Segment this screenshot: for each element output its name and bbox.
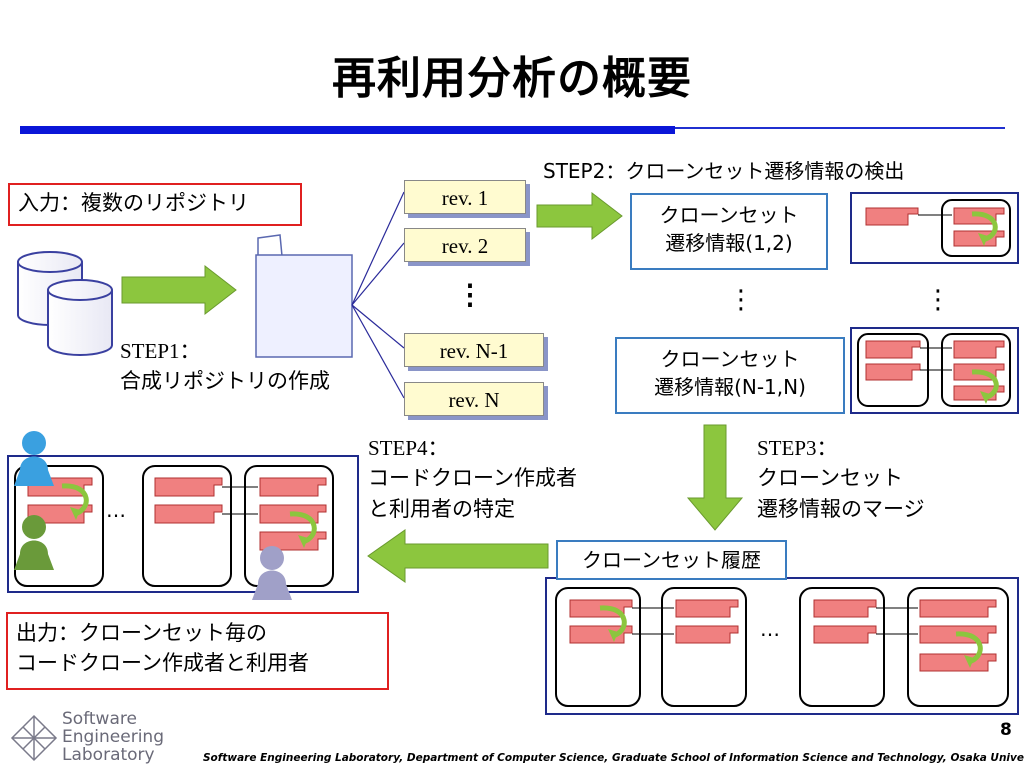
transition-ellipsis: ⋮ bbox=[728, 285, 754, 315]
revision-folder: rev. 1 bbox=[404, 180, 526, 214]
step1-arrow-icon bbox=[121, 264, 237, 316]
output-panel bbox=[7, 455, 359, 593]
revision-folder: rev. N bbox=[404, 382, 544, 416]
footer-text: Software Engineering Laboratory, Departm… bbox=[203, 752, 1024, 764]
lab-logo-text: Software Engineering Laboratory bbox=[62, 709, 164, 765]
output-label-box: 出力：クローンセット毎の コードクローン作成者と利用者 bbox=[6, 612, 389, 690]
creator-person-icon bbox=[14, 431, 54, 486]
revision-ellipsis: ⋮ bbox=[456, 280, 484, 311]
merged-repository-icon bbox=[255, 234, 353, 358]
user-person-icon bbox=[252, 546, 292, 600]
title-underline-thin bbox=[675, 127, 1005, 129]
step4-label: STEP4： bbox=[368, 436, 449, 460]
step3-arrow-icon bbox=[686, 424, 744, 531]
step3-text: STEP3： クローンセット 遷移情報のマージ bbox=[757, 433, 925, 524]
lab-logo-icon bbox=[10, 714, 58, 762]
transition-box-1: クローンセット 遷移情報(1,2) bbox=[630, 193, 828, 270]
step2-label: STEP2：クローンセット遷移情報の検出 bbox=[543, 159, 905, 183]
history-ellipsis: … bbox=[760, 617, 780, 641]
transition-panel-1 bbox=[850, 192, 1019, 264]
repository-cylinder-icon bbox=[47, 279, 113, 356]
panel-ellipsis: ⋮ bbox=[925, 285, 951, 315]
page-number: 8 bbox=[1000, 720, 1012, 740]
step4-arrow-icon bbox=[367, 529, 549, 583]
history-label-box: クローンセット履歴 bbox=[556, 540, 787, 580]
revision-folder: rev. N-1 bbox=[404, 333, 544, 367]
step3-label: STEP3： bbox=[757, 436, 838, 460]
step1-label: STEP1： bbox=[120, 339, 201, 363]
input-label-box: 入力：複数のリポジトリ bbox=[8, 183, 302, 226]
step1-desc: 合成リポジトリの作成 bbox=[120, 369, 330, 394]
step2-arrow-icon bbox=[536, 191, 623, 241]
history-panel bbox=[545, 577, 1019, 715]
user-person-icon bbox=[14, 515, 54, 570]
revision-fan-lines bbox=[351, 191, 405, 399]
input-label: 入力：複数のリポジトリ bbox=[18, 191, 249, 215]
step1-text: STEP1： 合成リポジトリの作成 bbox=[120, 336, 330, 397]
title-underline-thick bbox=[20, 126, 675, 134]
step4-text: STEP4： コードクローン作成者 と利用者の特定 bbox=[368, 433, 577, 524]
revision-folder: rev. 2 bbox=[404, 228, 526, 262]
transition-box-n: クローンセット 遷移情報(N-1,N) bbox=[615, 337, 845, 414]
transition-panel-n bbox=[850, 327, 1019, 414]
output-ellipsis: … bbox=[106, 498, 126, 522]
page-title: 再利用分析の概要 bbox=[332, 53, 692, 104]
